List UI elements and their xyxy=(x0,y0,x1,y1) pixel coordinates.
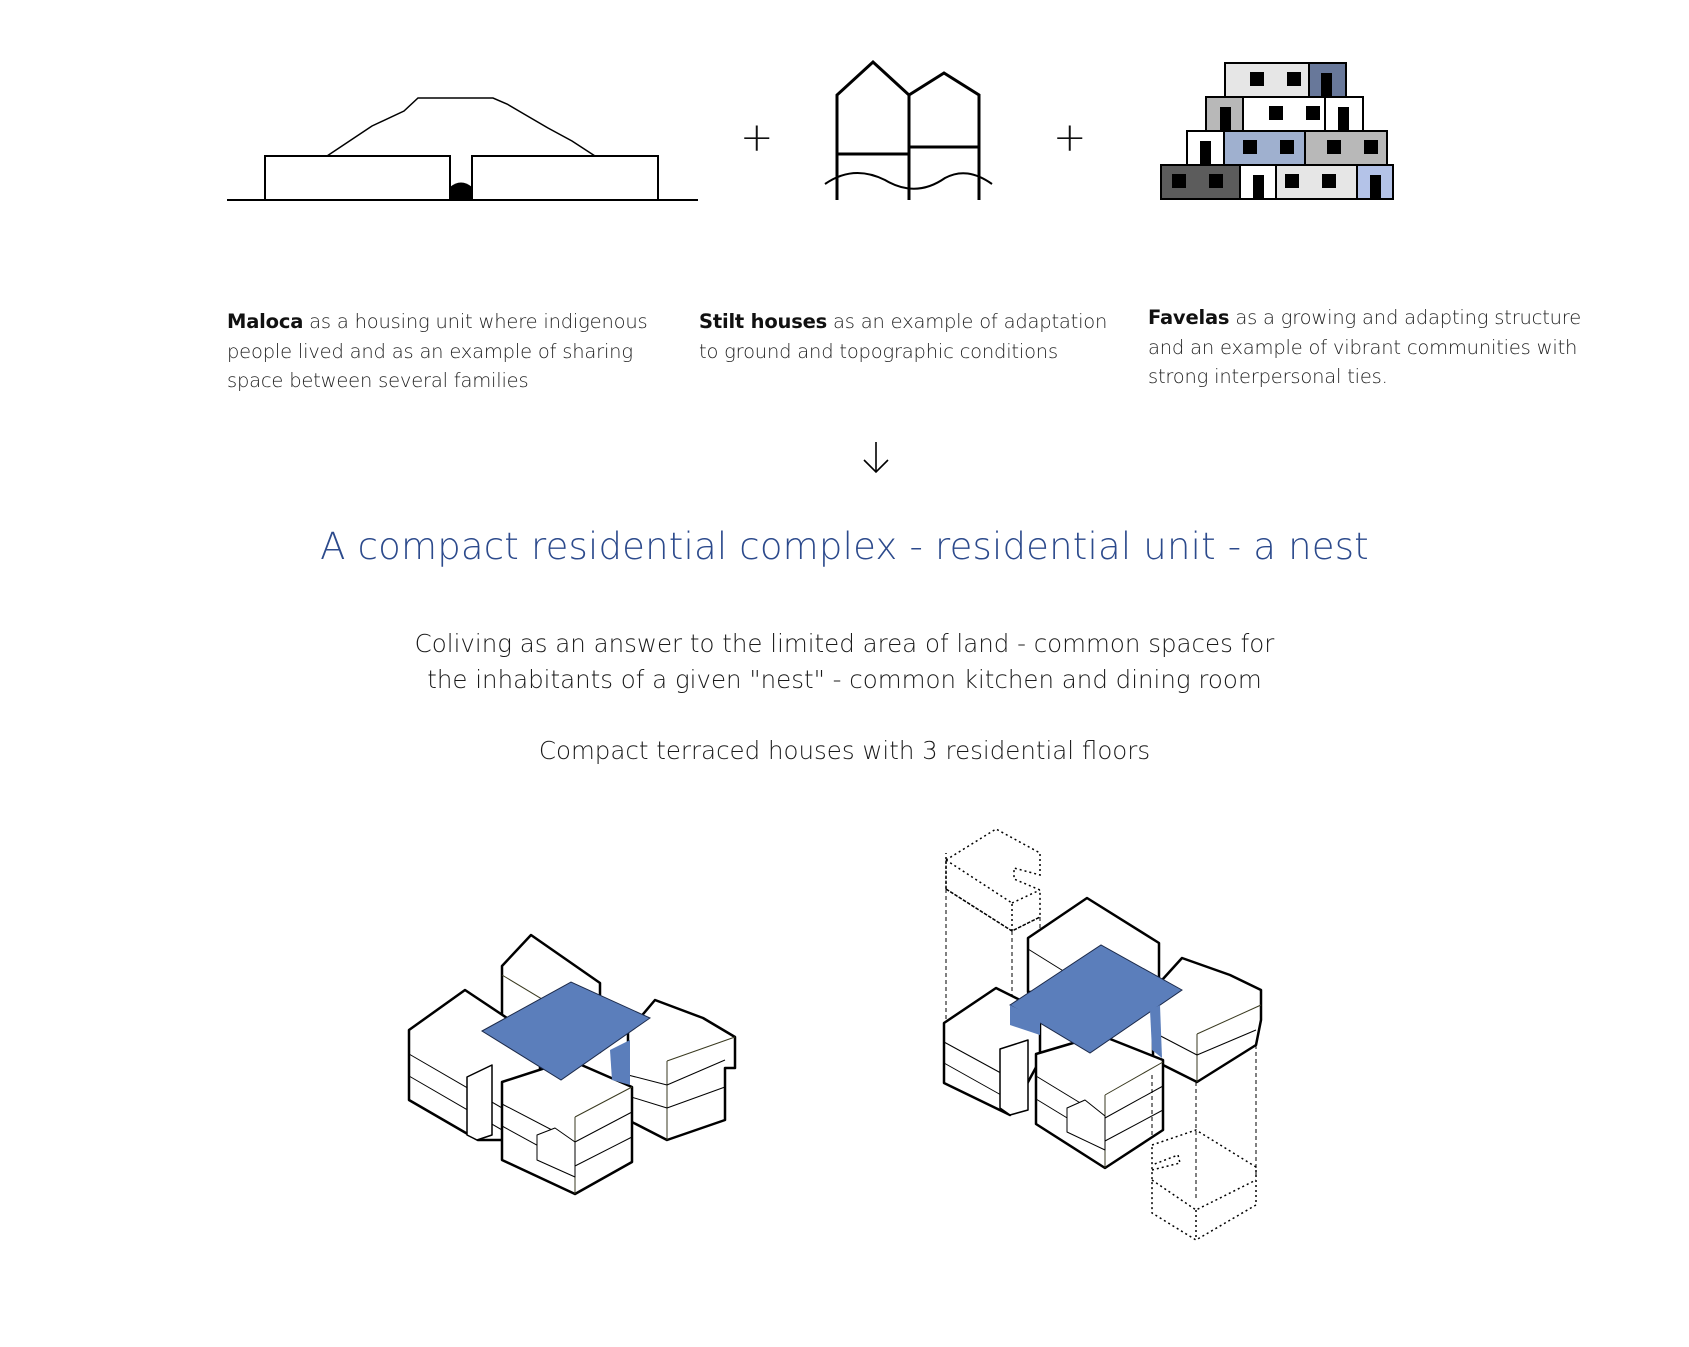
down-arrow-icon xyxy=(863,442,889,474)
caption-favelas-line1: as a growing and adapting structure xyxy=(1235,306,1581,329)
caption-favelas-bold: Favelas xyxy=(1148,306,1230,329)
body-line-1: Coliving as an answer to the limited are… xyxy=(414,629,1275,658)
concept-title: A compact residential complex - resident… xyxy=(320,525,1369,568)
caption-maloca-bold: Maloca xyxy=(227,310,304,333)
body-line-3: Compact terraced houses with 3 residenti… xyxy=(538,736,1151,765)
caption-favelas-line3: strong interpersonal ties. xyxy=(1148,365,1388,388)
maloca-pictogram xyxy=(227,97,698,201)
caption-stilt-bold: Stilt houses xyxy=(699,310,828,333)
favelas-pictogram xyxy=(1160,62,1394,200)
caption-stilt-line2: to ground and topographic conditions xyxy=(699,339,1058,363)
caption-stilt-line1: as an example of adaptation xyxy=(833,310,1108,333)
body-line-2: the inhabitants of a given "nest" - comm… xyxy=(427,665,1262,694)
plus-operator-2: + xyxy=(1053,115,1087,161)
caption-maloca-line1: as a housing unit where indigenous xyxy=(309,310,648,333)
caption-maloca-line3: space between several families xyxy=(227,369,529,392)
caption-favelas-line2: and an example of vibrant communities wi… xyxy=(1148,335,1578,359)
plus-operator-1: + xyxy=(740,115,774,161)
caption-favelas: Favelas as a growing and adapting struct… xyxy=(1148,303,1608,392)
caption-maloca-line2: people lived and as an example of sharin… xyxy=(227,339,633,363)
caption-maloca: Maloca as a housing unit where indigenou… xyxy=(227,307,667,396)
stilt-houses-pictogram xyxy=(824,59,993,200)
caption-stilt-houses: Stilt houses as an example of adaptation… xyxy=(699,307,1119,366)
